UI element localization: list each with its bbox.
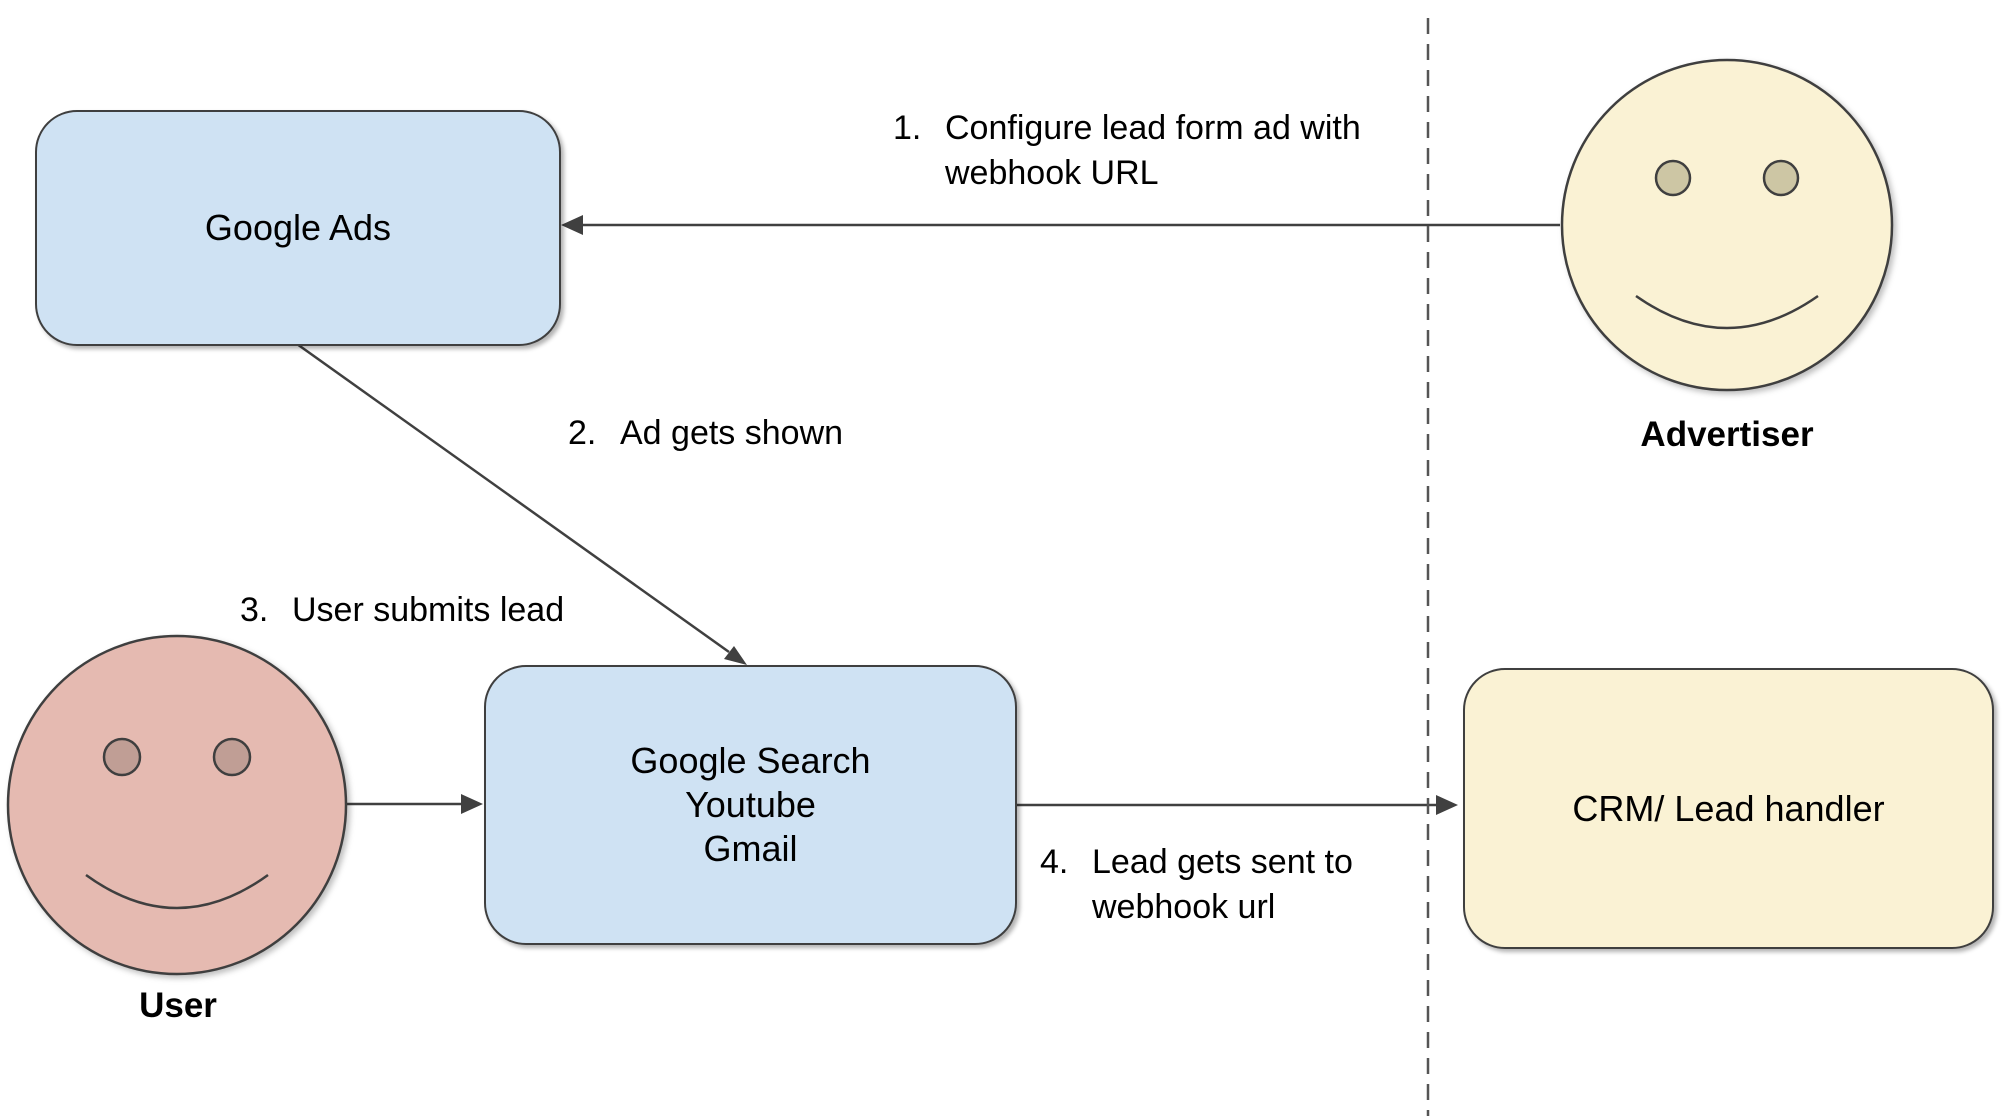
step-1-text: Configure lead form ad with webhook URL (945, 106, 1361, 196)
node-platforms: Google Search Youtube Gmail (484, 665, 1017, 945)
arrow-submit-lead-head (461, 794, 483, 814)
advertiser-smiley-icon (1560, 58, 1894, 392)
step-2-number: 2. (568, 414, 597, 452)
user-right-eye (212, 737, 252, 777)
step-3-number: 3. (240, 591, 269, 629)
node-google-ads: Google Ads (35, 110, 561, 346)
step-4-text: Lead gets sent to webhook url (1092, 840, 1353, 930)
user-label: User (139, 986, 217, 1025)
platforms-line-youtube: Youtube (685, 784, 816, 825)
platforms-line-gmail: Gmail (703, 828, 798, 869)
arrow-configure-head (561, 215, 583, 235)
node-crm: CRM/ Lead handler (1463, 668, 1994, 949)
step-1-line-2: webhook URL (945, 154, 1159, 192)
step-3-line-1: User submits lead (292, 591, 565, 629)
node-platforms-label: Google Search Youtube Gmail (630, 739, 870, 871)
step-3-label: 3. User submits lead (240, 588, 564, 633)
advertiser-head (1560, 58, 1894, 392)
user-head (6, 634, 348, 976)
step-4-line-2: webhook url (1092, 888, 1276, 926)
advertiser-smile (1635, 294, 1819, 330)
advertiser-label: Advertiser (1640, 415, 1814, 454)
user-smile (85, 873, 269, 910)
step-2-text: Ad gets shown (620, 411, 843, 456)
step-4-label: 4. Lead gets sent to webhook url (1040, 840, 1353, 930)
step-4-line-1: Lead gets sent to (1092, 843, 1353, 881)
step-4-number: 4. (1040, 843, 1069, 881)
user-left-eye (102, 737, 142, 777)
arrow-ad-shown-line (296, 342, 730, 654)
step-2-line-1: Ad gets shown (620, 414, 844, 452)
platforms-line-google-search: Google Search (630, 740, 871, 781)
advertiser-left-eye (1654, 159, 1692, 197)
user-smiley-icon (6, 634, 348, 976)
advertiser-right-eye (1762, 159, 1800, 197)
arrow-webhook-head (1436, 795, 1458, 815)
step-2-label: 2. Ad gets shown (568, 411, 843, 456)
node-crm-label: CRM/ Lead handler (1572, 787, 1885, 829)
node-google-ads-label: Google Ads (204, 207, 392, 248)
step-3-text: User submits lead (292, 588, 564, 633)
arrow-ad-shown-head (724, 646, 747, 665)
step-1-line-1: Configure lead form ad with (945, 109, 1361, 147)
step-1-label: 1. Configure lead form ad with webhook U… (893, 106, 1361, 196)
step-1-number: 1. (893, 109, 922, 147)
